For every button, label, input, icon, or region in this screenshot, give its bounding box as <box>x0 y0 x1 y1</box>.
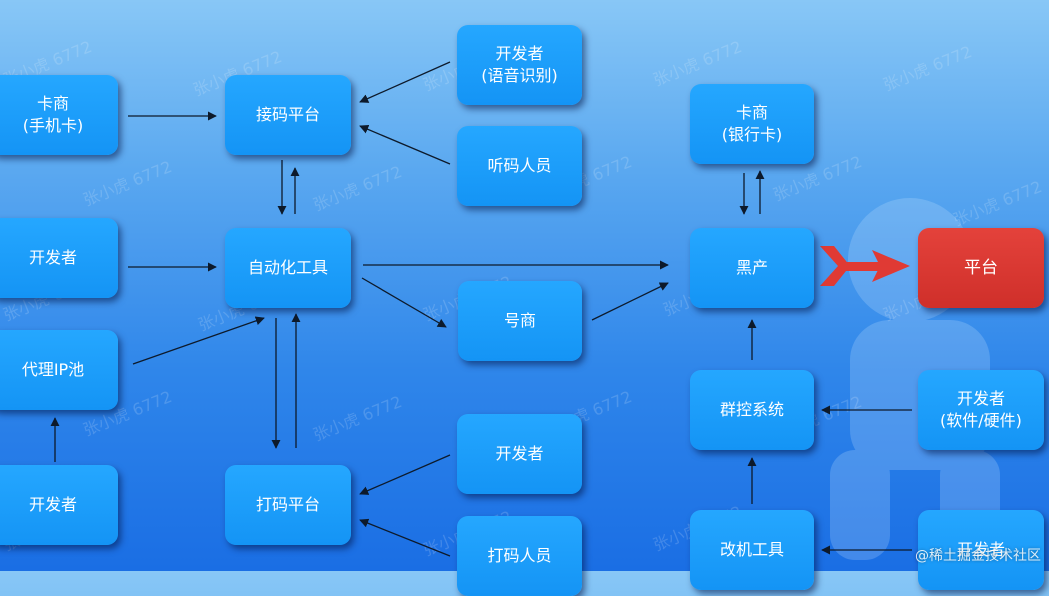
node-black-industry: 黑产 <box>690 228 814 308</box>
node-developer-software-hardware: 开发者 (软件/硬件) <box>918 370 1044 450</box>
node-developer: 开发者 <box>0 218 118 298</box>
connector-arrows <box>50 61 912 557</box>
node-card-dealer-phone: 卡商 (手机卡) <box>0 75 118 155</box>
node-account-dealer: 号商 <box>458 281 582 361</box>
node-proxy-ip-pool: 代理IP池 <box>0 330 118 410</box>
arrow-worker-to-captcha <box>359 518 451 557</box>
node-captcha-platform: 打码平台 <box>225 465 351 545</box>
arrow-account-dealer-to-black <box>591 282 669 321</box>
node-developer-bottom: 开发者 <box>0 465 118 545</box>
node-platform: 平台 <box>918 228 1044 308</box>
node-captcha-worker: 打码人员 <box>457 516 582 596</box>
arrow-proxy-to-automation <box>132 316 265 365</box>
site-watermark: @稀土掘金技术社区 <box>915 548 1041 564</box>
red-arrow-black-to-platform <box>820 246 910 286</box>
arrow-listener-to-code-platform <box>359 124 451 165</box>
node-device-mod-tool: 改机工具 <box>690 510 814 590</box>
node-developer-mid: 开发者 <box>457 414 582 494</box>
node-automation-tool: 自动化工具 <box>225 228 351 308</box>
node-card-dealer-bank: 卡商 (银行卡) <box>690 84 814 164</box>
flow-diagram: 张小虎 6772 张小虎 6772 张小虎 6772 张小虎 6772 张小虎 … <box>0 25 1045 596</box>
arrow-automation-to-account-dealer <box>361 277 447 328</box>
node-group-control: 群控系统 <box>690 370 814 450</box>
arrow-voice-dev-to-code-platform <box>359 61 451 103</box>
node-code-receiving-platform: 接码平台 <box>225 75 351 155</box>
node-code-listener: 听码人员 <box>457 126 582 206</box>
arrow-dev-to-captcha <box>359 454 451 495</box>
node-developer-voice: 开发者 (语音识别) <box>457 25 582 105</box>
